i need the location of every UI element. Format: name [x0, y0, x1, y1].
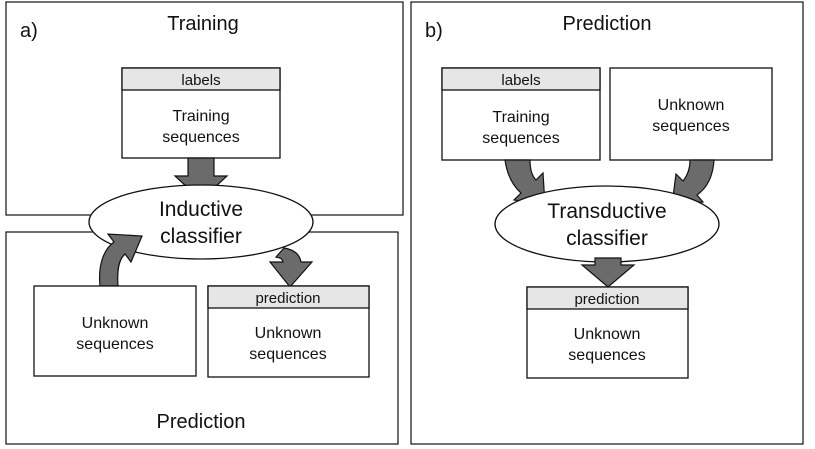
- panel-a: a) Training labels Training sequences In…: [5, 1, 404, 445]
- unknown-box-line2-b: sequences: [652, 118, 729, 135]
- training-sequences-box-a: labels Training sequences: [121, 67, 281, 159]
- training-box-line1-b: Training: [492, 109, 549, 126]
- arrow-classifier-to-prediction-a: [268, 247, 314, 288]
- panel-a-label: a): [20, 20, 38, 42]
- inductive-classifier-line1: Inductive: [159, 198, 243, 221]
- labels-header-text-b: labels: [501, 72, 540, 89]
- panel-b: b) Prediction labels Training sequences …: [410, 1, 804, 445]
- unknown-sequences-box-a: Unknown sequences: [33, 285, 197, 377]
- prediction-header-a: [207, 285, 370, 309]
- prediction-header-text-b: prediction: [574, 291, 639, 308]
- training-box-line1-a: Training: [172, 108, 229, 125]
- training-box-line2-a: sequences: [162, 129, 239, 146]
- training-sequences-box-b: labels Training sequences: [441, 67, 601, 161]
- arrow-training-to-classifier-b: [504, 159, 546, 206]
- unknown-box-line1-a: Unknown: [82, 315, 149, 332]
- arrow-classifier-to-prediction-b: [580, 257, 636, 288]
- transductive-classifier-line2: classifier: [566, 227, 648, 250]
- prediction-header-b: [526, 286, 689, 310]
- prediction-box-line1-b: Unknown: [574, 326, 641, 343]
- training-title: Training: [167, 13, 239, 35]
- training-box-line2-b: sequences: [482, 130, 559, 147]
- unknown-sequences-box-b: Unknown sequences: [609, 67, 773, 161]
- prediction-title-b: Prediction: [563, 13, 652, 35]
- arrow-unknown-to-classifier-a: [98, 233, 143, 287]
- prediction-output-box-a: prediction Unknown sequences: [207, 285, 370, 378]
- labels-header-b: [441, 67, 601, 91]
- unknown-box-line2-a: sequences: [76, 336, 153, 353]
- labels-header-text-a: labels: [181, 72, 220, 89]
- transductive-classifier-line1: Transductive: [547, 200, 666, 223]
- panel-b-label: b): [425, 20, 443, 42]
- prediction-box-line2-b: sequences: [568, 347, 645, 364]
- unknown-box-line1-b: Unknown: [658, 97, 725, 114]
- prediction-header-text-a: prediction: [255, 290, 320, 307]
- prediction-box-line2-a: sequences: [249, 346, 326, 363]
- transductive-classifier: Transductive classifier: [494, 185, 720, 263]
- prediction-title-a: Prediction: [157, 411, 246, 433]
- prediction-output-box-b: prediction Unknown sequences: [526, 286, 689, 379]
- labels-header-a: [121, 67, 281, 91]
- inductive-classifier-line2: classifier: [160, 225, 242, 248]
- inductive-classifier: Inductive classifier: [88, 184, 314, 260]
- prediction-box-line1-a: Unknown: [255, 325, 322, 342]
